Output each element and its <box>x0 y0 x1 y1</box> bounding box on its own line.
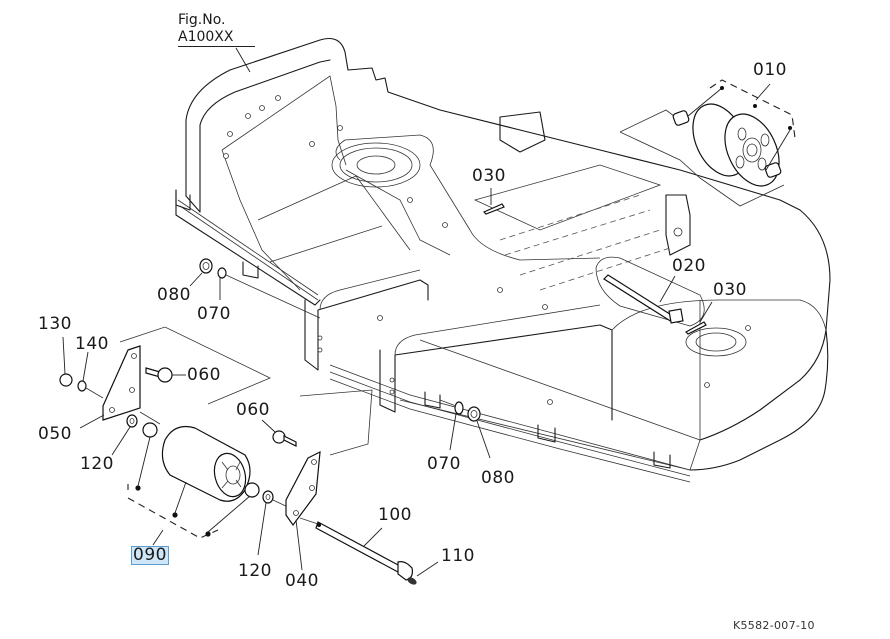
part-020-pin[interactable] <box>603 274 684 324</box>
part-040-bracket-right[interactable] <box>285 389 373 571</box>
part-060-bolt-left[interactable] <box>145 367 186 383</box>
callout-070-front[interactable]: 070 <box>427 454 461 474</box>
callout-030-upper[interactable]: 030 <box>472 166 506 186</box>
callout-030-lower[interactable]: 030 <box>713 280 747 300</box>
callout-050[interactable]: 050 <box>38 424 72 444</box>
callout-140[interactable]: 140 <box>75 334 109 354</box>
callout-010[interactable]: 010 <box>753 60 787 80</box>
callout-120-right[interactable]: 120 <box>238 561 272 581</box>
fig-leader <box>235 47 251 73</box>
callout-100[interactable]: 100 <box>378 505 412 525</box>
front-axis-line <box>439 399 457 407</box>
part-120-collar-right[interactable] <box>257 502 267 556</box>
callout-110[interactable]: 110 <box>441 546 475 566</box>
roller-axis-left <box>139 411 161 425</box>
mower-deck <box>175 37 831 483</box>
part-060-bolt-right[interactable] <box>261 419 297 447</box>
callout-130[interactable]: 130 <box>38 314 72 334</box>
callout-090-selected[interactable]: 090 <box>131 545 169 565</box>
callout-060-left[interactable]: 060 <box>187 365 221 385</box>
part-120-collar-left[interactable] <box>111 426 131 456</box>
callout-060-right[interactable]: 060 <box>236 400 270 420</box>
fig-label: Fig.No. <box>178 12 226 28</box>
bolt-axis-line <box>225 274 321 319</box>
part-070-washer-front[interactable] <box>449 401 464 451</box>
part-030-cotter-pin-upper[interactable] <box>482 188 505 215</box>
part-110-grease-nipple[interactable] <box>406 561 439 586</box>
figure-number-block: Fig.No. A100XX <box>178 12 256 47</box>
part-030-cotter-pin-lower[interactable] <box>685 301 713 335</box>
callout-080-upper[interactable]: 080 <box>157 285 191 305</box>
left-axis-line <box>85 387 104 399</box>
drawing-code: K5582-007-10 <box>733 619 815 632</box>
fig-number: A100XX <box>178 29 256 47</box>
part-080-nut-upper[interactable] <box>189 258 213 287</box>
part-050-bracket-left[interactable] <box>79 326 271 429</box>
callout-070-upper[interactable]: 070 <box>197 304 231 324</box>
part-010-idler-pulley[interactable] <box>619 79 796 207</box>
callout-040[interactable]: 040 <box>285 571 319 591</box>
callout-020[interactable]: 020 <box>672 256 706 276</box>
part-090-roller-assembly[interactable] <box>126 414 274 546</box>
part-070-washer-upper[interactable] <box>217 267 227 300</box>
part-130-nut[interactable] <box>59 336 73 387</box>
part-140-lockwasher[interactable] <box>77 351 89 392</box>
callout-080-front[interactable]: 080 <box>481 468 515 488</box>
part-100-roller-shaft[interactable] <box>299 517 413 581</box>
callout-120-left[interactable]: 120 <box>80 454 114 474</box>
part-080-nut-front[interactable] <box>467 406 491 459</box>
